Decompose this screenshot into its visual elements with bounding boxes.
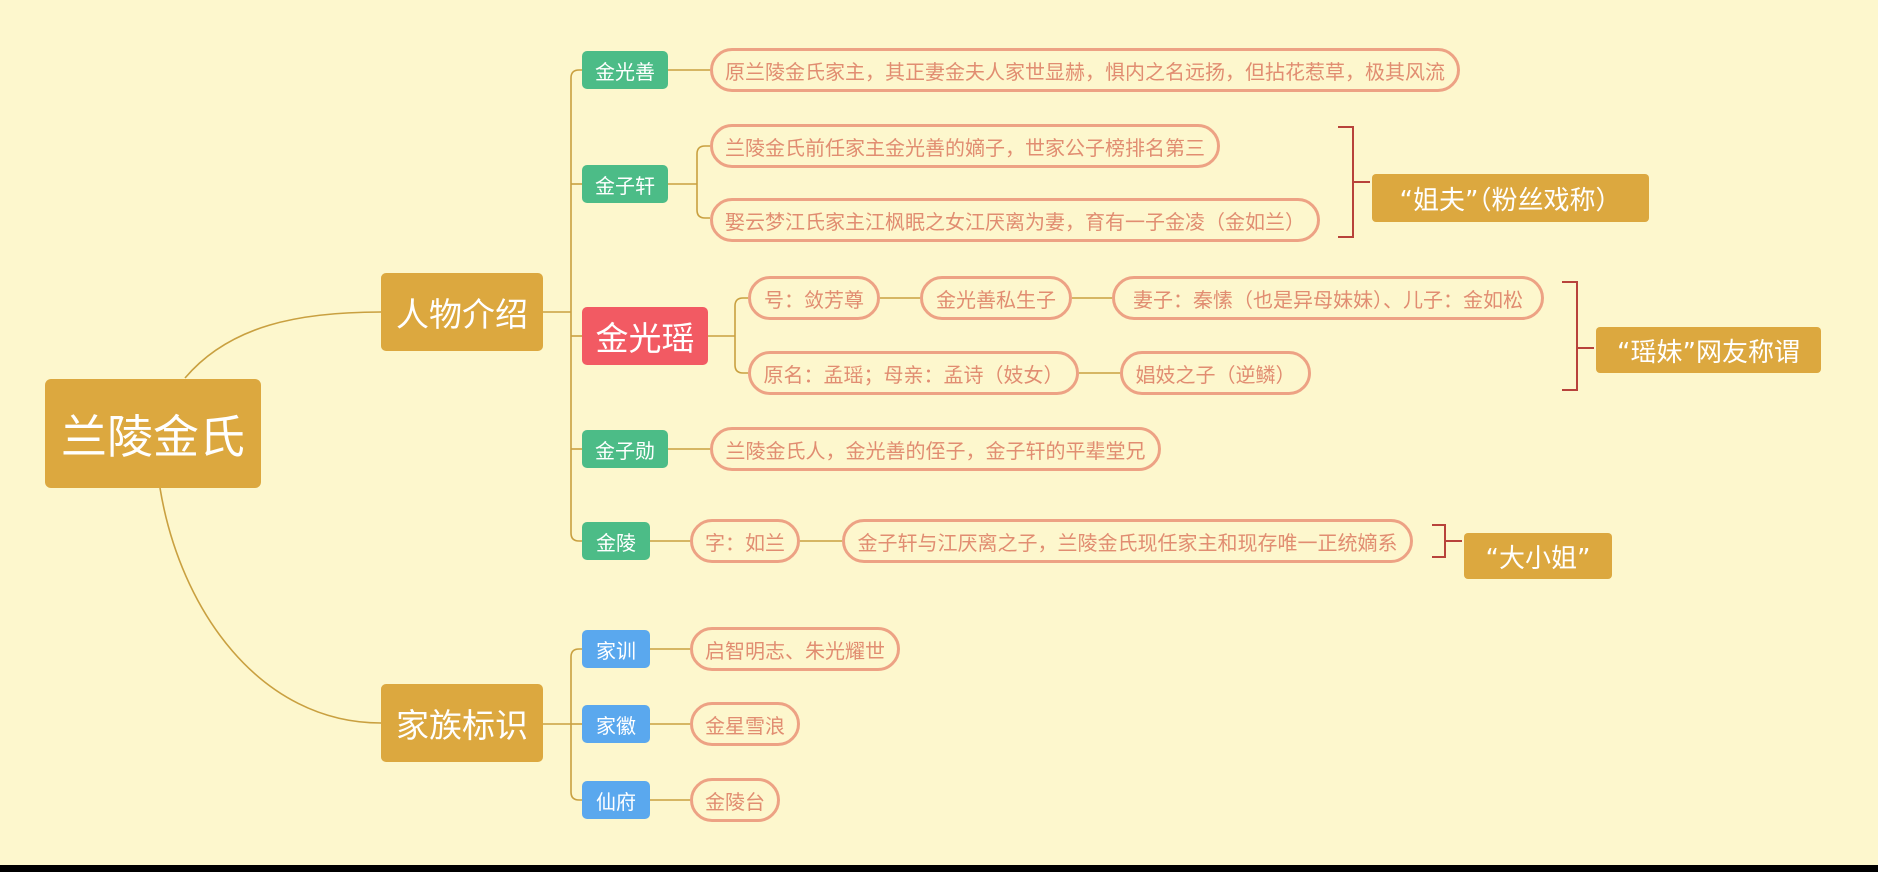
link-zixuan-split: [668, 145, 710, 219]
label-jinling-nickname[interactable]: “大小姐”: [1464, 533, 1612, 579]
chip-jin-guangyao[interactable]: 金光瑶: [582, 307, 708, 365]
pill-guangyao-birth-status[interactable]: 娼妓之子（逆鳞）: [1120, 351, 1311, 395]
chip-jin-guangshan[interactable]: 金光善: [582, 51, 668, 89]
chip-jin-zixuan[interactable]: 金子轩: [582, 165, 668, 203]
chip-family-residence[interactable]: 仙府: [582, 781, 650, 819]
branch-people[interactable]: 人物介绍: [381, 273, 543, 351]
chip-jin-ling[interactable]: 金陵: [582, 522, 650, 560]
pill-guangyao-birth-name[interactable]: 原名：孟瑶；母亲：孟诗（妓女）: [748, 351, 1079, 395]
label-zixuan-nickname[interactable]: “姐夫”（粉丝戏称）: [1372, 174, 1649, 222]
pill-zixuan-desc2[interactable]: 娶云梦江氏家主江枫眠之女江厌离为妻，育有一子金凌（金如兰）: [710, 198, 1320, 242]
link-people-stem: [543, 69, 582, 542]
pill-guangyao-family[interactable]: 妻子：秦愫（也是异母妹妹）、儿子：金如松: [1112, 276, 1544, 320]
bracket-jinling: [1432, 524, 1462, 558]
pill-zixun-desc[interactable]: 兰陵金氏人，金光善的侄子，金子轩的平辈堂兄: [710, 427, 1161, 471]
root-node[interactable]: 兰陵金氏: [45, 379, 261, 488]
chip-family-motto[interactable]: 家训: [582, 630, 650, 668]
branch-family[interactable]: 家族标识: [381, 684, 543, 762]
pill-guangyao-origin[interactable]: 金光善私生子: [920, 276, 1072, 320]
pill-family-emblem[interactable]: 金星雪浪: [690, 702, 800, 746]
pill-jinling-courtesy[interactable]: 字：如兰: [690, 519, 800, 563]
link-root-people: [184, 311, 382, 379]
pill-guangshan-desc[interactable]: 原兰陵金氏家主，其正妻金夫人家世显赫，惧内之名远扬，但拈花惹草，极其风流: [710, 48, 1460, 92]
link-guangyao-split: [708, 297, 748, 374]
pill-jinling-desc[interactable]: 金子轩与江厌离之子，兰陵金氏现任家主和现存唯一正统嫡系: [842, 519, 1413, 563]
pill-guangyao-title[interactable]: 号：敛芳尊: [748, 276, 880, 320]
link-family-stem: [543, 648, 582, 801]
pill-family-residence[interactable]: 金陵台: [690, 778, 780, 822]
link-root-family: [159, 487, 382, 724]
pill-zixuan-desc1[interactable]: 兰陵金氏前任家主金光善的嫡子，世家公子榜排名第三: [710, 124, 1220, 168]
label-guangyao-nickname[interactable]: “瑶妹”网友称谓: [1596, 327, 1821, 373]
pill-family-motto[interactable]: 启智明志、朱光耀世: [690, 627, 900, 671]
chip-jin-zixun[interactable]: 金子勋: [582, 430, 668, 468]
chip-family-emblem[interactable]: 家徽: [582, 705, 650, 743]
bracket-guangyao: [1562, 281, 1594, 391]
bracket-zixuan: [1338, 126, 1370, 238]
